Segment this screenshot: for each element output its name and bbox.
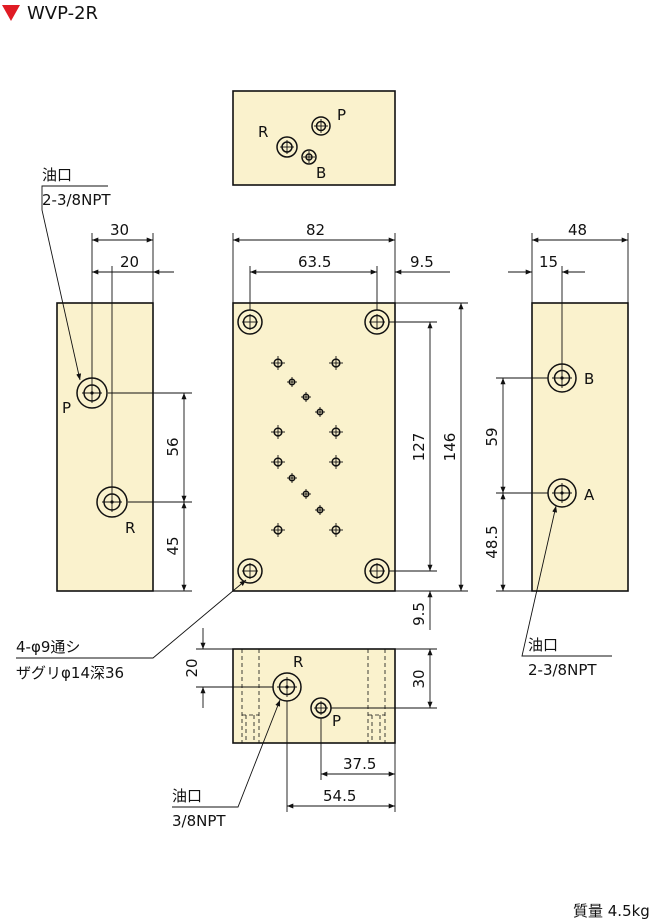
right-view: B A 48 15 59 48.5 油口 2-3/8NPT [483,221,629,679]
right-dim-15: 15 [539,253,558,271]
page-title: WVP-2R [27,3,98,24]
front-dim-63-5: 63.5 [298,253,331,271]
right-port-a-label: A [584,486,595,504]
right-dim-59: 59 [483,427,501,446]
top-port-r-label: R [258,123,268,141]
pattern-hole-icon [287,377,297,387]
left-port-p-hole-icon [76,377,108,409]
title-marker-icon [2,5,20,21]
right-port-note-line-1: 油口 [528,636,558,654]
right-port-b-label: B [584,370,594,388]
pattern-hole-icon [287,473,297,483]
right-port-b-hole-icon [547,363,577,393]
pattern-hole-icon [271,455,285,469]
front-dim-9-5-top: 9.5 [410,253,434,271]
counterbore-note-line-2: ザグリφ14深36 [16,664,124,682]
left-view: P R 30 20 56 45 油口 2-3/8NPT [41,166,192,592]
pattern-hole-icon [301,392,311,402]
bottom-dim-37-5: 37.5 [343,755,376,773]
counterbore-hole-icon [237,558,263,584]
pattern-hole-icon [301,489,311,499]
front-dim-146: 146 [441,433,459,462]
right-port-note-line-2: 2-3/8NPT [528,661,597,679]
right-dim-48-5: 48.5 [483,525,501,558]
bottom-dim-54-5: 54.5 [323,787,356,805]
pattern-hole-icon [329,425,343,439]
left-dim-30: 30 [110,221,129,239]
bottom-dim-30: 30 [410,669,428,688]
port-r-hole-icon [276,136,298,158]
top-view-body [232,90,396,186]
pattern-hole-icon [271,425,285,439]
bottom-port-r-label: R [293,653,303,671]
bottom-port-note-line-1: 油口 [172,787,202,805]
counterbore-note-line-1: 4-φ9通シ [16,638,80,656]
left-port-note-line-2: 2-3/8NPT [42,191,111,209]
bottom-port-r-hole-icon [272,672,302,702]
bottom-port-p-label: P [332,712,341,730]
front-dim-82: 82 [306,221,325,239]
pattern-hole-icon [315,505,325,515]
weight-label: 質量 4.5kg [573,902,650,920]
mounting-hole-pattern [271,356,343,537]
left-dim-20: 20 [120,253,139,271]
bottom-view: R P 20 30 37.5 54.5 油口 3/8NPT [172,628,437,830]
top-port-p-label: P [337,106,346,124]
right-port-a-hole-icon [547,478,577,508]
port-p-hole-icon [311,116,331,136]
left-dim-56: 56 [164,437,182,456]
left-dim-45: 45 [164,536,182,555]
left-port-p-label: P [62,399,71,417]
pattern-hole-icon [329,455,343,469]
pattern-hole-icon [329,523,343,537]
top-port-b-label: B [316,164,326,182]
header: WVP-2R [2,3,98,24]
front-view: 82 63.5 9.5 127 146 9.5 4-φ9通シ ザグリφ14深36 [16,221,468,682]
front-dim-127: 127 [410,433,428,462]
left-view-body [56,302,154,592]
bottom-dim-20: 20 [183,658,201,677]
bottom-port-note-line-2: 3/8NPT [172,812,226,830]
bottom-view-body [232,648,396,744]
port-b-hole-icon [301,149,317,165]
top-view: R P B [232,90,396,186]
front-dim-9-5-bottom: 9.5 [410,602,428,626]
bottom-port-p-hole-icon [310,697,332,719]
front-view-body [232,302,396,592]
left-port-r-label: R [125,519,135,537]
pattern-hole-icon [271,523,285,537]
pattern-hole-icon [271,356,285,370]
pattern-hole-icon [315,407,325,417]
left-port-note-line-1: 油口 [42,166,72,184]
pattern-hole-icon [329,356,343,370]
right-dim-48: 48 [568,221,587,239]
